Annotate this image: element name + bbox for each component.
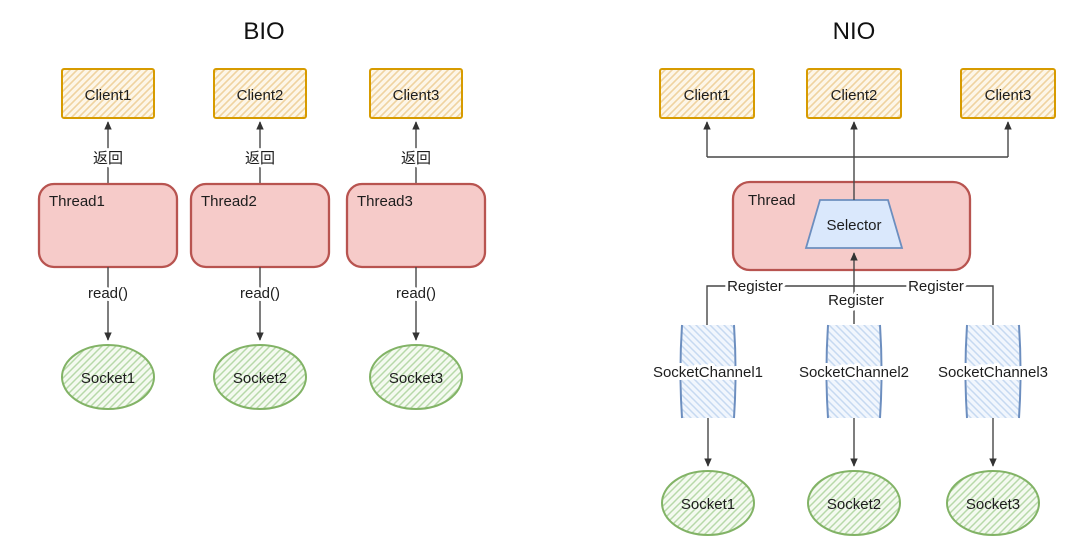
bio-column-2: Client2 返回 Thread2 read() Socket2 — [189, 68, 331, 410]
socket-label: Socket3 — [966, 496, 1020, 513]
selector-trapezoid — [804, 199, 904, 249]
bio-column-1: Client1 返回 Thread1 read() Socket1 — [37, 68, 179, 410]
channel-right-edge — [733, 324, 737, 419]
channel-left-edge — [679, 324, 683, 419]
client-box — [61, 68, 155, 119]
channel-left-edge — [964, 324, 968, 419]
thread-label: Thread3 — [357, 193, 413, 210]
channel-body — [682, 325, 734, 418]
thread-label: Thread1 — [49, 193, 105, 210]
client-label: Client2 — [831, 87, 878, 104]
socket-channel-3: SocketChannel3 — [935, 324, 1051, 419]
return-label: 返回 — [93, 150, 123, 167]
client-label: Client1 — [85, 87, 132, 104]
client-box — [659, 68, 755, 119]
client-box — [960, 68, 1056, 119]
client-box — [369, 68, 463, 119]
register-label: Register — [727, 278, 783, 295]
socket-label: Socket3 — [389, 370, 443, 387]
channel-left-edge — [825, 324, 829, 419]
socket-channel-1: SocketChannel1 — [650, 324, 766, 419]
return-label: 返回 — [245, 150, 275, 167]
client-box — [806, 68, 902, 119]
socket-ellipse — [946, 470, 1040, 536]
channel-right-edge — [879, 324, 883, 419]
bio-column-3: Client3 返回 Thread3 read() Socket3 — [345, 68, 487, 410]
client-label: Client2 — [237, 87, 284, 104]
read-label: read() — [88, 285, 128, 302]
selector-label: Selector — [826, 217, 881, 234]
client-label: Client3 — [393, 87, 440, 104]
socket-channel-2: SocketChannel2 — [796, 324, 912, 419]
socket-channel-label: SocketChannel3 — [938, 364, 1048, 381]
channel-right-edge — [1018, 324, 1022, 419]
socket-ellipse — [807, 470, 901, 536]
read-label: read() — [240, 285, 280, 302]
register-label: Register — [828, 292, 884, 309]
socket-label: Socket2 — [827, 496, 881, 513]
socket-label: Socket1 — [81, 370, 135, 387]
channel-body — [967, 325, 1019, 418]
socket-ellipse — [61, 344, 155, 410]
return-label: 返回 — [401, 150, 431, 167]
bio-panel: BIO Client1 返回 Thread1 read() Socket1 Cl… — [37, 18, 487, 410]
client-label: Client1 — [684, 87, 731, 104]
nio-title: NIO — [833, 18, 876, 45]
register-label: Register — [908, 278, 964, 295]
nio-panel: NIO Client1 Client2 Client3 Thread Selec… — [650, 18, 1056, 536]
socket-label: Socket2 — [233, 370, 287, 387]
socket-channel-label: SocketChannel1 — [653, 364, 763, 381]
thread-label: Thread2 — [201, 193, 257, 210]
socket-ellipse — [661, 470, 755, 536]
socket-ellipse — [213, 344, 307, 410]
socket-ellipse — [369, 344, 463, 410]
nio-thread-label: Thread — [748, 192, 796, 209]
socket-label: Socket1 — [681, 496, 735, 513]
client-label: Client3 — [985, 87, 1032, 104]
socket-channel-label: SocketChannel2 — [799, 364, 909, 381]
client-box — [213, 68, 307, 119]
channel-body — [828, 325, 880, 418]
read-label: read() — [396, 285, 436, 302]
register-bus-line — [706, 285, 994, 325]
bio-title: BIO — [243, 18, 284, 45]
